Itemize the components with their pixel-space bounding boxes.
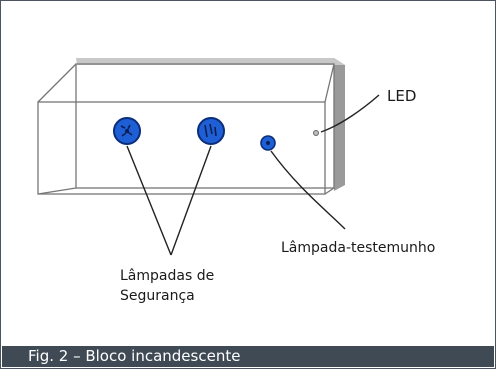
label-safety-lamps-line1: Lâmpadas de [120, 268, 214, 284]
safety-lamp-1 [113, 117, 141, 145]
box-front-face [37, 101, 326, 195]
box-edge-top-left [37, 63, 77, 103]
box-edge-bottom-left [37, 187, 77, 195]
test-lamp [260, 135, 276, 151]
label-led: LED [387, 87, 416, 105]
box-top-shade [76, 58, 345, 65]
box-edge-top-right [324, 63, 335, 103]
pointer-safety-lamp-2 [170, 145, 212, 256]
block-diagram: LED Lâmpada-testemunho Lâmpadas de Segur… [37, 58, 435, 304]
led-indicator [313, 130, 319, 136]
label-test-lamp: Lâmpada-testemunho [281, 240, 435, 256]
figure-caption: Fig. 2 – Bloco incandescente [2, 346, 494, 367]
label-safety-lamps-line2: Segurança [120, 288, 195, 304]
box-right-shade [334, 58, 345, 191]
pointer-test-lamp [270, 150, 346, 230]
box-edge-bottom-right [324, 187, 335, 195]
pointer-safety-lamp-1 [126, 145, 172, 256]
safety-lamp-2 [197, 117, 225, 145]
pointer-led [320, 94, 380, 133]
